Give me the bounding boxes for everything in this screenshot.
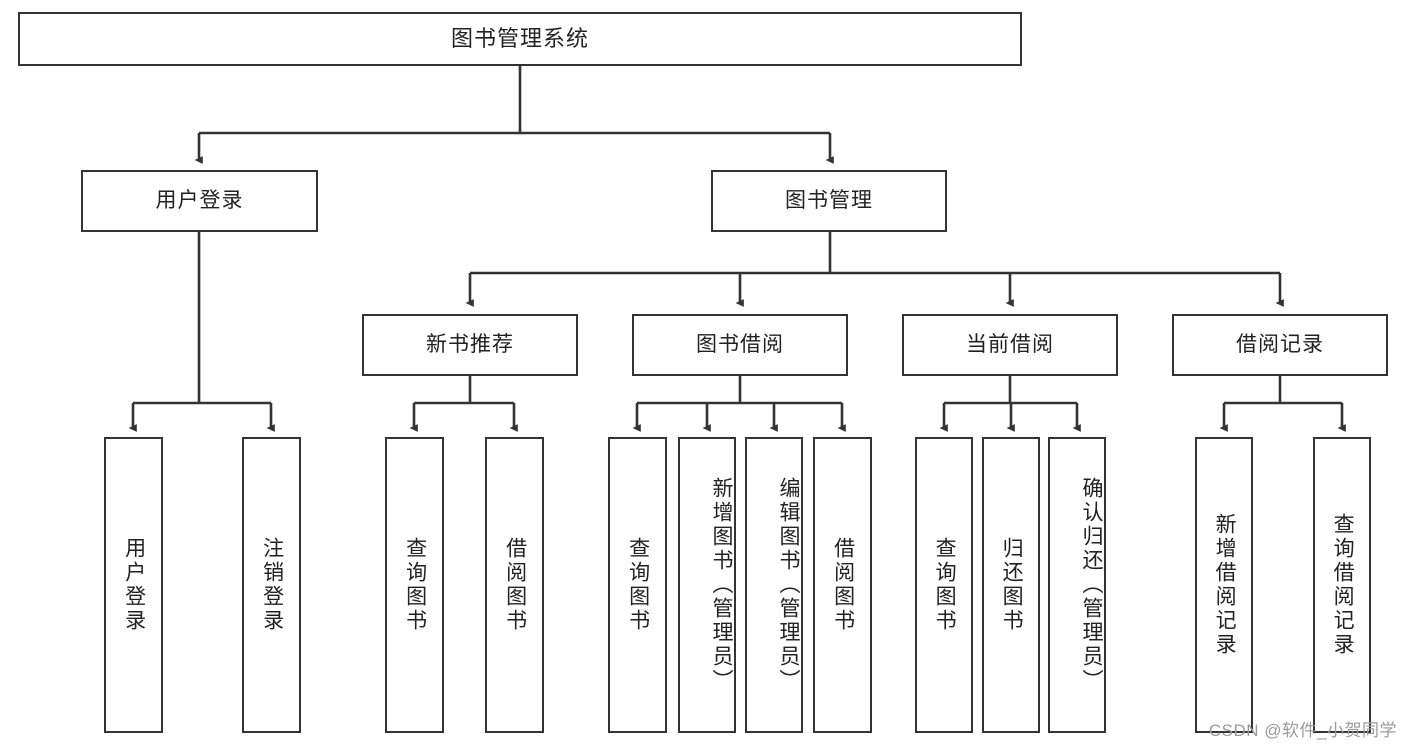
leaf-query-book-current[interactable]: 查询图书 — [915, 437, 973, 733]
leaf-add-book-admin[interactable]: 新增图书（管理员） — [678, 437, 736, 733]
node-book-management[interactable]: 图书管理 — [711, 170, 947, 232]
node-new-book-recommend[interactable]: 新书推荐 — [362, 314, 578, 376]
node-current-borrow[interactable]: 当前借阅 — [902, 314, 1118, 376]
leaf-borrow-book-recommend[interactable]: 借阅图书 — [485, 437, 544, 733]
leaf-return-book[interactable]: 归还图书 — [982, 437, 1040, 733]
leaf-borrow-book-borrow[interactable]: 借阅图书 — [813, 437, 872, 733]
csdn-watermark: CSDN @软件_小贺同学 — [1208, 721, 1397, 740]
leaf-confirm-return-admin[interactable]: 确认归还（管理员） — [1048, 437, 1106, 733]
leaf-user-login[interactable]: 用户登录 — [104, 437, 163, 733]
node-book-borrow[interactable]: 图书借阅 — [632, 314, 848, 376]
node-book-management-system[interactable]: 图书管理系统 — [18, 12, 1022, 66]
node-borrow-record[interactable]: 借阅记录 — [1172, 314, 1388, 376]
leaf-query-borrow-record[interactable]: 查询借阅记录 — [1313, 437, 1371, 733]
leaf-add-borrow-record[interactable]: 新增借阅记录 — [1195, 437, 1253, 733]
leaf-logout-login[interactable]: 注销登录 — [242, 437, 301, 733]
node-user-login[interactable]: 用户登录 — [81, 170, 318, 232]
leaf-query-book-borrow[interactable]: 查询图书 — [608, 437, 667, 733]
leaf-query-book-recommend[interactable]: 查询图书 — [385, 437, 444, 733]
leaf-edit-book-admin[interactable]: 编辑图书（管理员） — [745, 437, 803, 733]
